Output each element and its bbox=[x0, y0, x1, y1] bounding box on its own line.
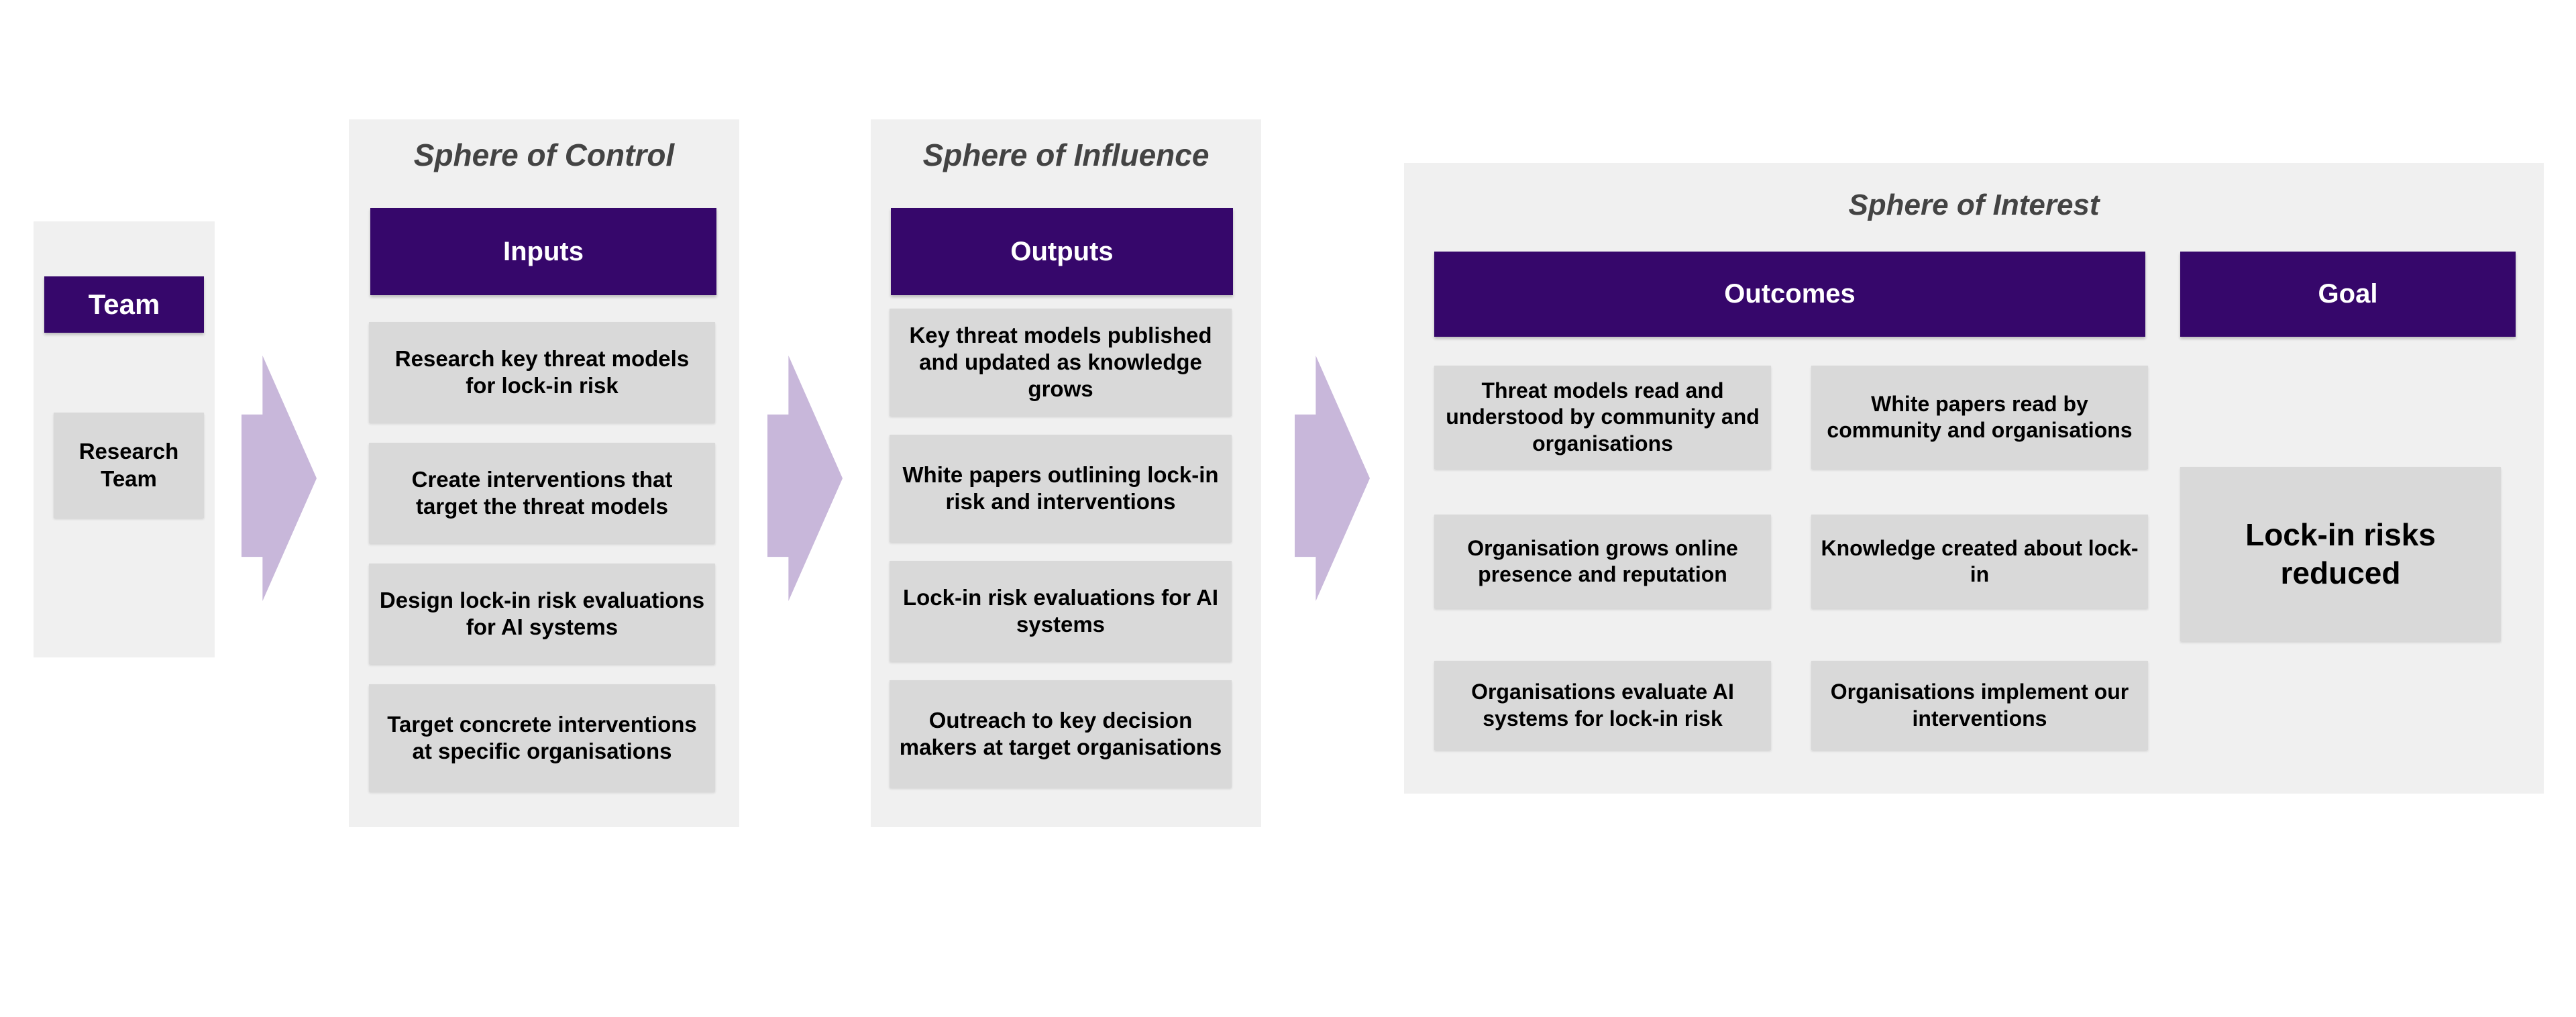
input-item: Design lock-in risk evaluations for AI s… bbox=[369, 564, 715, 664]
goal-box: Lock-in risks reduced bbox=[2180, 467, 2501, 641]
input-item: Create interventions that target the thr… bbox=[369, 443, 715, 543]
outcome-item: Knowledge created about lock-in bbox=[1811, 515, 2148, 608]
inputs-header: Inputs bbox=[370, 208, 716, 295]
sphere-of-interest-title: Sphere of Interest bbox=[1848, 189, 2100, 221]
input-item: Research key threat models for lock-in r… bbox=[369, 322, 715, 423]
outcome-item: Organisations implement our intervention… bbox=[1811, 661, 2148, 750]
team-header-label: Team bbox=[88, 288, 160, 320]
goal-header: Goal bbox=[2180, 252, 2516, 337]
flow-arrow-influence-to-interest bbox=[1295, 356, 1370, 601]
team-member-label: Research Team bbox=[78, 439, 179, 491]
outcome-item: White papers read by community and organ… bbox=[1811, 366, 2148, 469]
outcomes-header: Outcomes bbox=[1434, 252, 2145, 337]
output-item: White papers outlining lock-in risk and … bbox=[890, 435, 1232, 542]
input-item: Target concrete interventions at specifi… bbox=[369, 684, 715, 792]
outcomes-header-label: Outcomes bbox=[1724, 279, 1856, 309]
team-header: Team bbox=[44, 276, 204, 333]
output-item: Outreach to key decision makers at targe… bbox=[890, 680, 1232, 788]
outputs-header: Outputs bbox=[891, 208, 1233, 295]
outcome-item: Threat models read and understood by com… bbox=[1434, 366, 1771, 469]
goal-header-label: Goal bbox=[2318, 279, 2378, 309]
output-item: Lock-in risk evaluations for AI systems bbox=[890, 561, 1232, 661]
flow-arrow-team-to-control bbox=[241, 356, 317, 601]
team-panel: Team Research Team bbox=[34, 221, 215, 657]
outcome-item: Organisations evaluate AI systems for lo… bbox=[1434, 661, 1771, 750]
sphere-of-control-title: Sphere of Control bbox=[413, 138, 675, 172]
sphere-of-influence-panel: Sphere of Influence Outputs Key threat m… bbox=[871, 119, 1261, 827]
flow-arrow-control-to-influence bbox=[767, 356, 843, 601]
sphere-of-interest-panel: Sphere of Interest Outcomes Goal Threat … bbox=[1404, 163, 2544, 794]
output-item: Key threat models published and updated … bbox=[890, 309, 1232, 416]
inputs-header-label: Inputs bbox=[503, 236, 584, 266]
outputs-header-label: Outputs bbox=[1010, 236, 1114, 266]
sphere-of-influence-title: Sphere of Influence bbox=[922, 138, 1210, 172]
sphere-of-control-panel: Sphere of Control Inputs Research key th… bbox=[349, 119, 739, 827]
outcome-item: Organisation grows online presence and r… bbox=[1434, 515, 1771, 608]
team-member-box: Research Team bbox=[54, 413, 204, 518]
